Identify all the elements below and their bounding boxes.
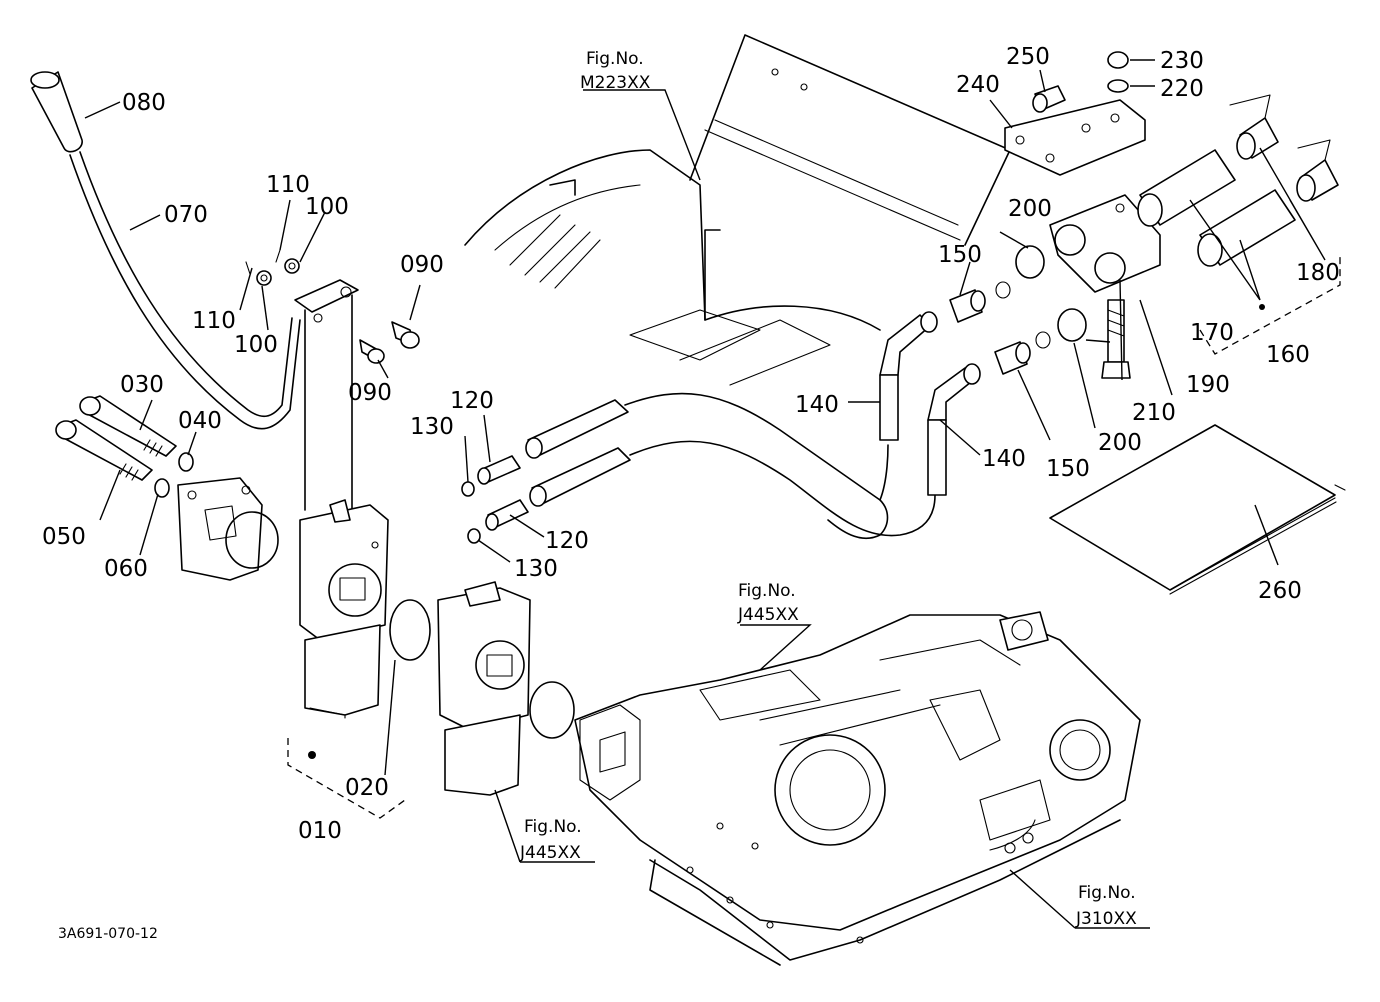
dust-caps-180	[1229, 94, 1339, 202]
leader-lines	[84, 59, 1326, 929]
label-100-bottom: 100	[234, 332, 278, 358]
fig-ref-j310-number: J310XX	[1075, 909, 1137, 929]
label-190: 190	[1186, 372, 1230, 398]
label-100-top: 100	[305, 194, 349, 220]
flange-plate	[177, 477, 263, 581]
quick-couplers-170	[1137, 149, 1296, 310]
lever-bracket	[294, 279, 359, 511]
figure-references: Fig.No. M223XX Fig.No. J445XX Fig.No. J4…	[519, 49, 1137, 929]
snap-rings-200	[995, 245, 1087, 349]
valve-section-j445	[437, 581, 531, 796]
hydraulic-hoses	[624, 392, 936, 540]
hose-fittings-140	[879, 311, 981, 496]
lever-rod-070	[69, 151, 301, 430]
label-080: 080	[122, 90, 166, 116]
fig-ref-j445-top-caption: Fig.No.	[738, 581, 796, 601]
label-050: 050	[42, 524, 86, 550]
hose-couplers	[525, 399, 631, 507]
label-260: 260	[1258, 578, 1302, 604]
o-ring-020	[389, 599, 431, 661]
coupler-block-190	[1049, 194, 1161, 293]
label-060: 060	[104, 556, 148, 582]
fig-ref-m223-number: M223XX	[580, 73, 651, 93]
adapters-120	[477, 455, 529, 531]
washers-040-060	[154, 452, 194, 498]
label-160: 160	[1266, 342, 1310, 368]
fitting-250	[1032, 85, 1066, 113]
control-valve-010	[299, 499, 389, 759]
bolt-210	[1101, 299, 1131, 379]
o-rings-130	[461, 481, 481, 544]
bolt-050	[55, 419, 153, 481]
label-120-top: 120	[450, 388, 494, 414]
o-ring-left	[225, 511, 279, 569]
adapters-150	[949, 289, 1031, 375]
label-040: 040	[178, 408, 222, 434]
label-030: 030	[120, 372, 164, 398]
label-130-top: 130	[410, 414, 454, 440]
label-250: 250	[1006, 44, 1050, 70]
drawing-code: 3A691-070-12	[58, 926, 158, 942]
label-090-top: 090	[400, 252, 444, 278]
fig-ref-j310-caption: Fig.No.	[1078, 883, 1136, 903]
label-230: 230	[1160, 48, 1204, 74]
bracket-240	[1004, 99, 1146, 176]
label-020: 020	[345, 775, 389, 801]
label-200-top: 200	[1008, 196, 1052, 222]
label-140-left: 140	[795, 392, 839, 418]
label-090-bottom: 090	[348, 380, 392, 406]
label-150-top: 150	[938, 242, 982, 268]
group-bracket-010	[287, 738, 406, 819]
pins-090	[359, 321, 420, 364]
label-210: 210	[1132, 400, 1176, 426]
bolt-030	[79, 395, 177, 457]
label-070: 070	[164, 202, 208, 228]
fig-ref-m223-caption: Fig.No.	[586, 49, 644, 69]
lever-knob-080	[30, 71, 83, 153]
fig-ref-j445-bottom-caption: Fig.No.	[524, 817, 582, 837]
transmission-housing	[574, 611, 1141, 966]
o-ring-j445	[529, 681, 575, 739]
fig-ref-j445-top-number: J445XX	[737, 605, 799, 625]
tractor-body-outline	[464, 34, 1011, 386]
label-180: 180	[1296, 260, 1340, 286]
label-150-bottom: 150	[1046, 456, 1090, 482]
label-200-bottom: 200	[1098, 430, 1142, 456]
manual-260	[1049, 424, 1346, 595]
label-220: 220	[1160, 76, 1204, 102]
label-240: 240	[956, 72, 1000, 98]
label-170: 170	[1190, 320, 1234, 346]
group-bracket-160	[1199, 255, 1341, 355]
label-140-right: 140	[982, 446, 1026, 472]
label-110-bottom: 110	[192, 308, 236, 334]
label-110-top: 110	[266, 172, 310, 198]
part-number-labels: 080 070 110 100 110 100 090 090 030 040 …	[42, 44, 1340, 844]
label-120-bottom: 120	[545, 528, 589, 554]
fig-ref-j445-bottom-number: J445XX	[519, 843, 581, 863]
washers-100-110	[245, 249, 300, 286]
nut-230-washer-220	[1107, 51, 1129, 93]
label-130-bottom: 130	[514, 556, 558, 582]
label-010: 010	[298, 818, 342, 844]
